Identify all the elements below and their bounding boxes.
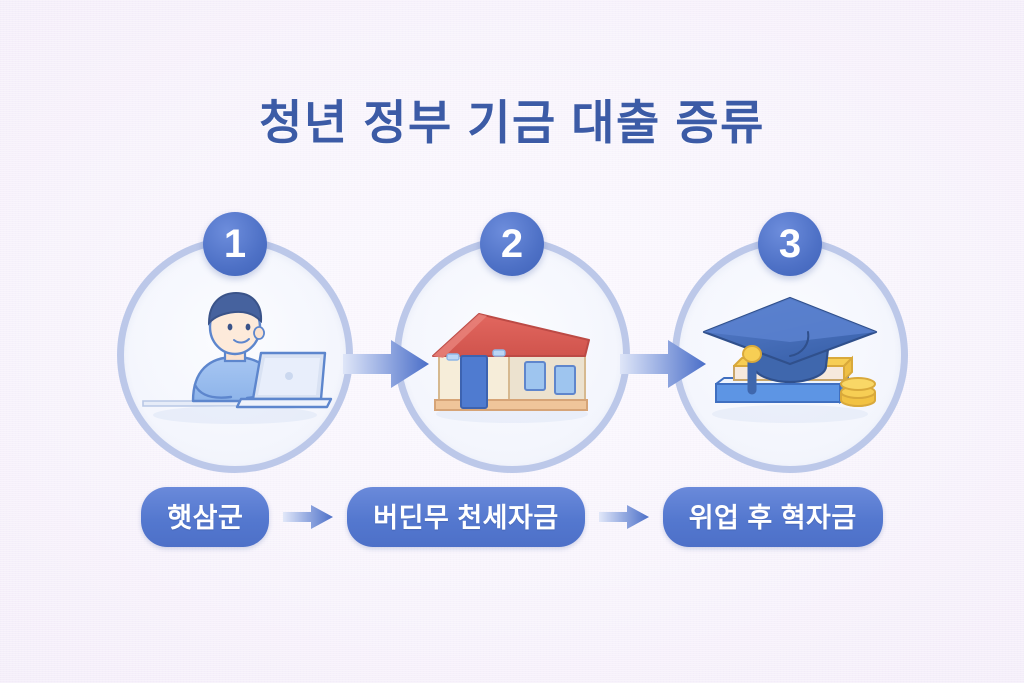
step-1-badge: 1	[203, 212, 267, 276]
label-pill-3[interactable]: 위업 후 혁자금	[662, 487, 883, 547]
step-3[interactable]: 3	[672, 212, 908, 473]
graduation-cap-books-coins-icon	[702, 296, 878, 423]
page-title: 청년 정부 기금 대출 증류	[259, 96, 765, 149]
step-2-badge: 2	[480, 212, 544, 276]
person-at-laptop-icon	[142, 291, 333, 424]
illustration-graduation	[672, 237, 908, 473]
label-pill-2[interactable]: 버딘무 천세자금	[347, 487, 585, 547]
label-arrow-2-to-3	[598, 505, 649, 529]
step-3-badge: 3	[758, 212, 822, 276]
label-pill-1[interactable]: 햇삼군	[141, 487, 270, 547]
step-1[interactable]: 1	[117, 212, 353, 473]
illustration-house	[394, 237, 630, 473]
flow-arrow-2-to-3	[620, 340, 706, 388]
flow-arrow-1-to-2	[343, 340, 429, 388]
illustration-person-laptop	[117, 237, 353, 473]
step-2[interactable]: 2	[394, 212, 630, 473]
house-icon	[432, 313, 590, 423]
label-row: 햇삼군 버딘무 천세자금 위업 후 혁자금	[0, 487, 1024, 547]
label-arrow-1-to-2	[283, 505, 334, 529]
